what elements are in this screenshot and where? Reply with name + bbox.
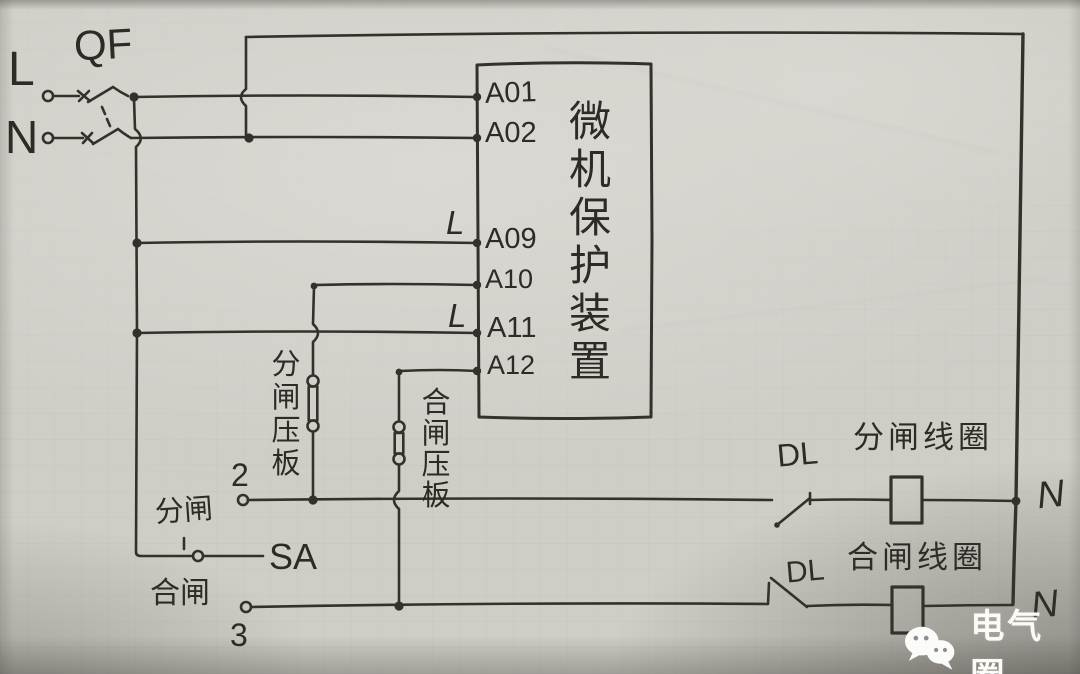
- dl-trip-contact-label: DL: [775, 434, 820, 474]
- dl-close-contact-label: DL: [784, 553, 826, 590]
- a11-wire: [135, 330, 479, 335]
- terminal-label-a12: A12: [487, 350, 536, 380]
- close-row-wire: [239, 600, 769, 614]
- trip-plate-char: 闸: [271, 382, 301, 414]
- close-coil-symbol: [890, 585, 1015, 635]
- sa-terminal-2-label: 2: [231, 457, 249, 493]
- qf-breaker-symbol: [41, 85, 133, 146]
- terminal-label-a10: A10: [485, 264, 534, 294]
- a10-wire-and-trip-plate: [306, 282, 479, 497]
- sa-switch-symbol: [182, 536, 265, 563]
- a09-phase-tap-label: L: [446, 204, 465, 241]
- device-title-char: 置: [568, 338, 611, 385]
- top-neutral-bus-line: [239, 31, 1025, 606]
- dl-closed-contact-symbol: [766, 576, 894, 609]
- close-plate-char: 板: [421, 480, 451, 512]
- device-title-char: 保: [568, 194, 611, 241]
- sa-terminal-3-label: 3: [230, 617, 248, 653]
- left-phase-riser: [132, 97, 195, 558]
- trip-plate-char: 分: [271, 349, 301, 381]
- sa-open-position-label: 分闸: [153, 493, 215, 529]
- watermark-brand: 电气圈: [970, 608, 1045, 674]
- trip-plate-label: 分 闸 压 板: [266, 349, 306, 481]
- a11-phase-tap-label: L: [448, 297, 467, 334]
- trip-row-wire: [236, 493, 774, 507]
- close-plate-label: 合 闸 压 板: [416, 388, 456, 512]
- phase-input-label: L: [8, 43, 35, 96]
- trip-coil-symbol: [889, 475, 1021, 525]
- device-title: 微 机 保 护 装 置: [564, 98, 616, 386]
- device-box-outline: [475, 61, 654, 420]
- trip-coil-label: 分闸线圈: [853, 420, 993, 455]
- terminal-label-a11: A11: [487, 312, 537, 344]
- trip-plate-char: 板: [271, 448, 301, 480]
- device-title-char: 装: [568, 290, 611, 337]
- a09-wire: [135, 240, 479, 245]
- device-title-char: 微: [568, 98, 611, 145]
- neutral-wire-to-a02: [129, 135, 479, 140]
- sa-switch-label: SA: [269, 536, 318, 577]
- close-plate-char: 压: [421, 449, 451, 481]
- close-coil-label: 合闸线圈: [847, 540, 987, 575]
- terminal-label-a02: A02: [485, 117, 537, 149]
- close-plate-char: 闸: [421, 418, 451, 450]
- phase-wire-to-a01: [129, 92, 479, 102]
- device-title-char: 护: [568, 242, 611, 289]
- neutral-bus-top-label: N: [1034, 472, 1067, 518]
- breaker-label: QF: [72, 19, 134, 70]
- device-terminal-dots: [472, 92, 482, 376]
- close-plate-char: 合: [421, 387, 451, 419]
- sa-close-position-label: 合闸: [150, 577, 210, 610]
- terminal-label-a09: A09: [485, 223, 537, 255]
- neutral-input-label: N: [5, 111, 39, 163]
- dl-open-contact-symbol: [774, 491, 893, 528]
- device-title-char: 机: [568, 146, 611, 193]
- terminal-label-a01: A01: [484, 76, 538, 110]
- trip-plate-char: 压: [271, 415, 301, 447]
- watermark: 电气圈: [903, 599, 1080, 674]
- wechat-icon: [904, 626, 955, 670]
